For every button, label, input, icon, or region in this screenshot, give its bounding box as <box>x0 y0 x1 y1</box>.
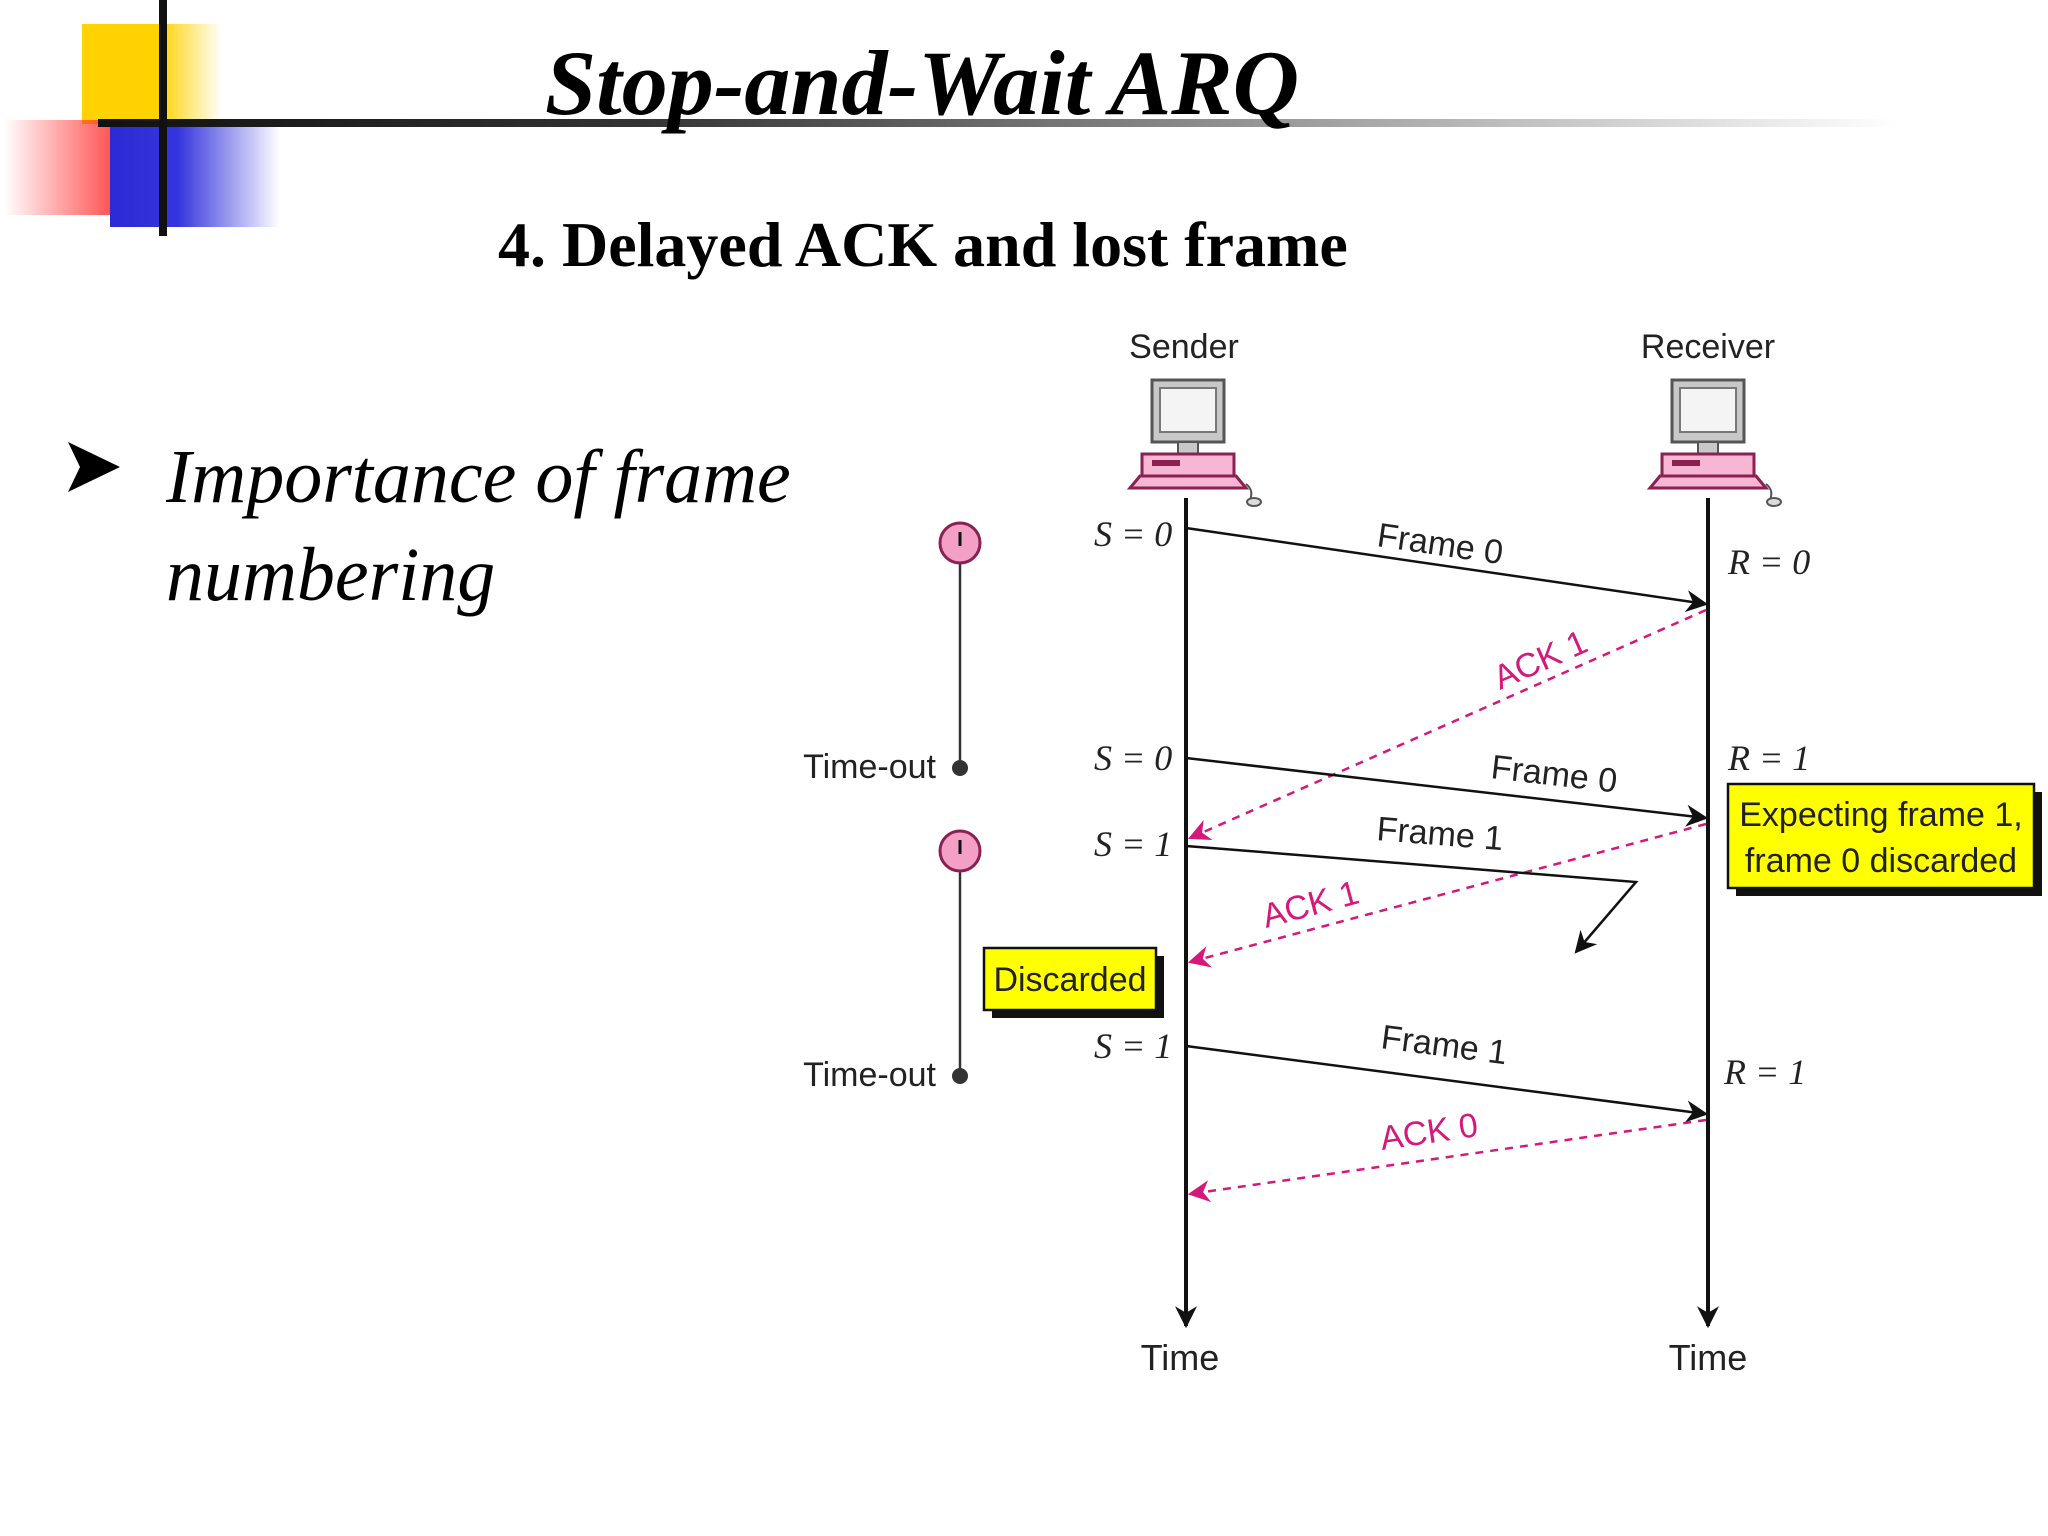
s-label-2: S = 0 <box>1094 738 1172 778</box>
slide-title: Stop-and-Wait ARQ <box>545 32 1300 134</box>
frame-0-arrow <box>1185 526 1709 613</box>
sender-computer-icon <box>1126 378 1262 507</box>
timeout-2-dot <box>952 1068 968 1084</box>
frame-label-3: Frame 1 <box>1375 810 1504 858</box>
sender-label: Sender <box>1129 328 1239 366</box>
timeout-1-label: Time-out <box>803 748 936 786</box>
ack-label-3: ACK 0 <box>1378 1106 1481 1158</box>
ack-label-1: ACK 1 <box>1488 623 1593 697</box>
frame-1-lost-arrow <box>1185 844 1639 954</box>
r-label-1: R = 0 <box>1727 542 1810 582</box>
decor-vertical-line <box>159 0 167 236</box>
ack-0-arrow <box>1187 1118 1707 1203</box>
s-label-4: S = 1 <box>1094 1026 1172 1066</box>
receiver-computer-icon <box>1646 378 1782 507</box>
frame-label-1: Frame 0 <box>1375 516 1506 572</box>
s-label-3: S = 1 <box>1094 824 1172 864</box>
decor-yellow-square <box>82 24 222 124</box>
discarded-note: Discarded <box>982 946 1164 1018</box>
decor-horizontal-line <box>98 119 1898 127</box>
bullet-line-1: Importance of frame <box>166 435 791 519</box>
bullet-text: Importance of frame numbering <box>166 428 798 624</box>
sender-time-label: Time <box>1141 1337 1220 1378</box>
receiver-label: Receiver <box>1641 328 1775 366</box>
frame-label-4: Frame 1 <box>1379 1018 1509 1072</box>
expecting-frame-note: Expecting frame 1, frame 0 discarded <box>1726 782 2042 896</box>
frame-1-resent-arrow <box>1185 1044 1709 1123</box>
frame-label-2: Frame 0 <box>1489 748 1619 800</box>
timeout-2-label: Time-out <box>803 1056 936 1094</box>
r-label-3: R = 1 <box>1723 1052 1806 1092</box>
discarded-note-text: Discarded <box>993 961 1146 999</box>
slide-subtitle: 4. Delayed ACK and lost frame <box>498 209 1348 280</box>
bullet-line-2: numbering <box>166 533 496 617</box>
receiver-time-label: Time <box>1669 1337 1748 1378</box>
decor-blue-square <box>110 122 280 227</box>
expecting-note-line-2: frame 0 discarded <box>1745 842 2017 880</box>
ack-1-delayed-arrow <box>1187 608 1707 841</box>
frame-0-resent-arrow <box>1185 756 1709 827</box>
bullet-arrow-icon <box>68 442 120 492</box>
r-label-2: R = 1 <box>1727 738 1810 778</box>
s-label-1: S = 0 <box>1094 514 1172 554</box>
ack-label-2: ACK 1 <box>1258 874 1363 936</box>
timeout-1-dot <box>952 760 968 776</box>
expecting-note-line-1: Expecting frame 1, <box>1739 796 2022 834</box>
